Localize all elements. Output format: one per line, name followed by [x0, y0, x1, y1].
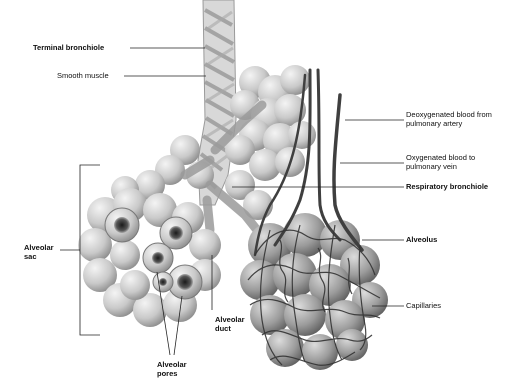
alveolar-pores-label: Alveolar pores: [157, 360, 187, 378]
smooth-muscle-label: Smooth muscle: [57, 71, 109, 80]
capillaries-label: Capillaries: [406, 301, 441, 310]
terminal-bronchiole-label: Terminal bronchiole: [33, 43, 104, 52]
deoxygenated-blood-label: Deoxygenated blood from pulmonary artery: [406, 110, 492, 128]
alveolar-sac-cluster: [78, 188, 221, 327]
alveolar-duct-label: Alveolar duct: [215, 315, 245, 333]
respiratory-bronchiole-label: Respiratory bronchiole: [406, 182, 488, 191]
alveolus-open-3: [143, 243, 173, 273]
alveolar-sac-label: Alveolar sac: [24, 243, 54, 261]
oxygenated-blood-label: Oxygenated blood to pulmonary vein: [406, 153, 475, 171]
alveolus-label: Alveolus: [406, 235, 437, 244]
capillary-alveoli-cluster: [240, 213, 388, 370]
alveolus-open-1: [105, 208, 139, 242]
alveolus-open-5: [153, 272, 173, 292]
